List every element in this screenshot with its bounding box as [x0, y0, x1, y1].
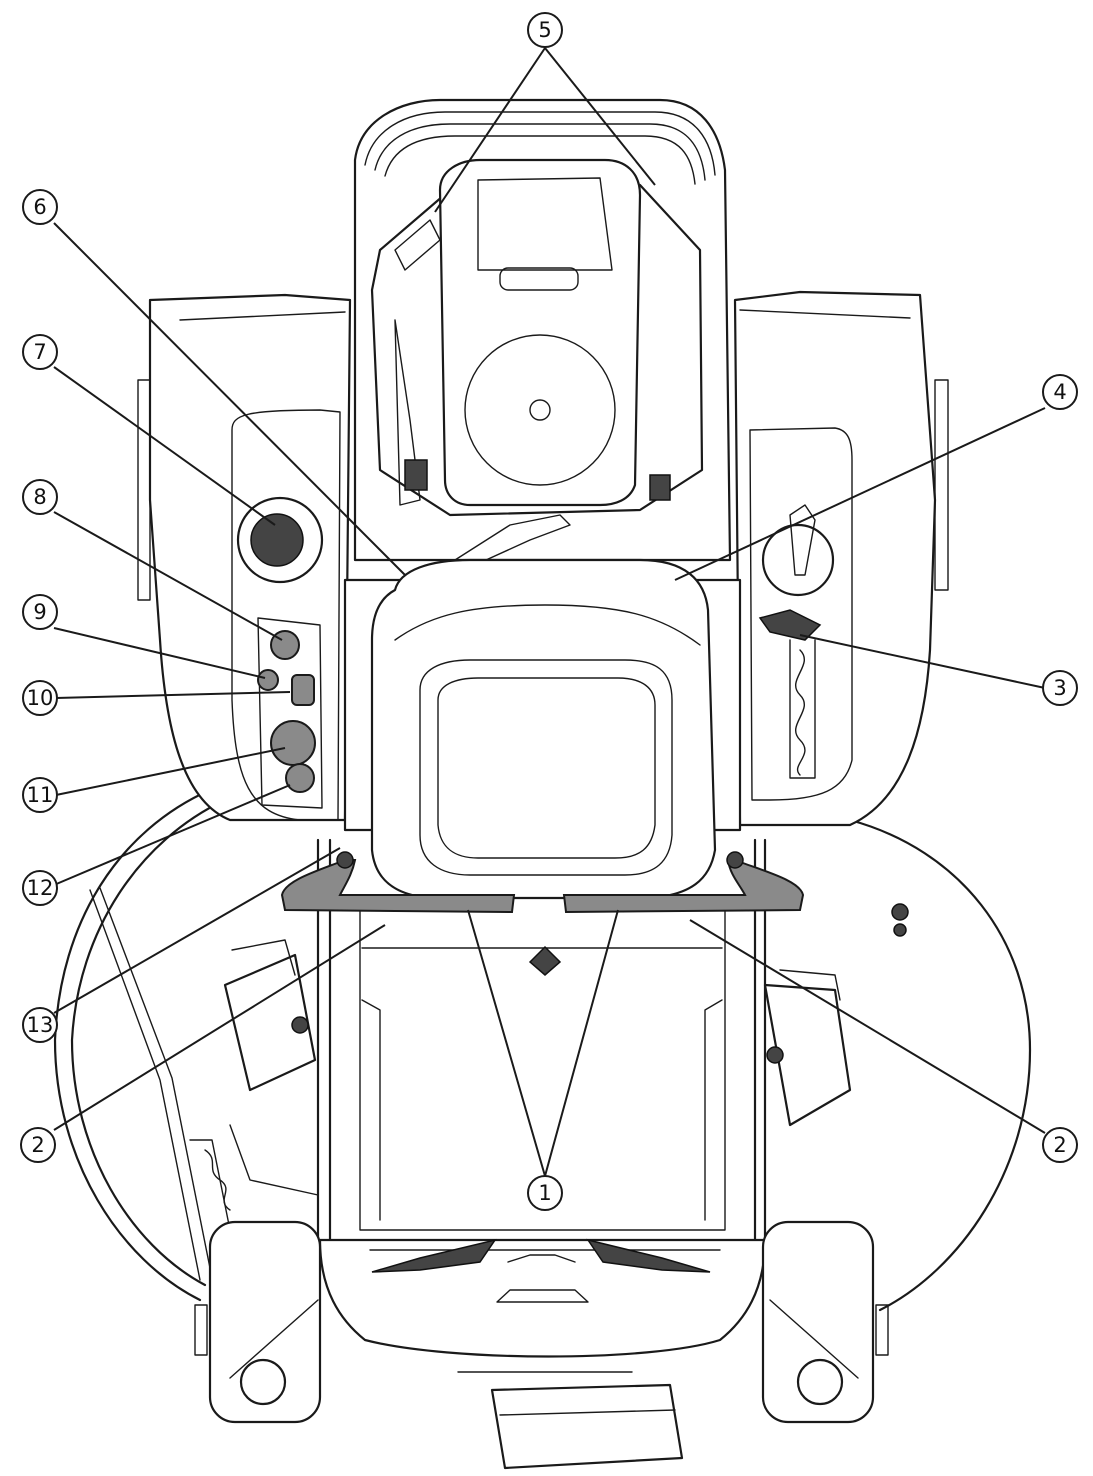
callout-10-label: 10	[27, 686, 54, 710]
callout-9: 9	[22, 594, 58, 630]
seat	[370, 558, 717, 900]
callout-11: 11	[22, 777, 58, 813]
callout-13: 13	[22, 1007, 58, 1043]
callout-12: 12	[22, 870, 58, 906]
footrest	[318, 1238, 767, 1358]
callout-2-left: 2	[20, 1127, 56, 1163]
lap-bars	[280, 851, 805, 914]
deck-lift-linkage	[189, 1124, 319, 1231]
callout-8: 8	[22, 479, 58, 515]
callout-11-label: 11	[27, 783, 54, 807]
callout-6-label: 6	[33, 195, 46, 219]
callout-1: 1	[527, 1175, 563, 1211]
callout-3: 3	[1042, 670, 1078, 706]
callout-9-label: 9	[33, 600, 46, 624]
front-bumper	[457, 1371, 684, 1470]
leader-lines	[53, 47, 1046, 1177]
deck-brackets	[223, 903, 909, 1127]
callout-12-label: 12	[27, 876, 54, 900]
left-controls	[236, 496, 324, 809]
callout-1-label: 1	[538, 1181, 551, 1205]
callout-4-label: 4	[1053, 380, 1066, 404]
callout-3-label: 3	[1053, 676, 1066, 700]
callout-4: 4	[1042, 374, 1078, 410]
right-fender	[733, 290, 949, 827]
right-controls	[758, 504, 835, 779]
callout-8-label: 8	[33, 485, 46, 509]
callout-5: 5	[527, 12, 563, 48]
callout-2-left-label: 2	[31, 1133, 44, 1157]
callout-7-label: 7	[33, 340, 46, 364]
callout-2-right-label: 2	[1053, 1133, 1066, 1157]
callout-6: 6	[22, 189, 58, 225]
engine-housing	[353, 98, 732, 566]
callout-2-right: 2	[1042, 1127, 1078, 1163]
mower-deck	[53, 788, 1032, 1312]
callout-5-label: 5	[538, 18, 551, 42]
front-casters	[194, 1220, 889, 1424]
callout-13-label: 13	[27, 1013, 54, 1037]
callout-7: 7	[22, 334, 58, 370]
callout-10: 10	[22, 680, 58, 716]
